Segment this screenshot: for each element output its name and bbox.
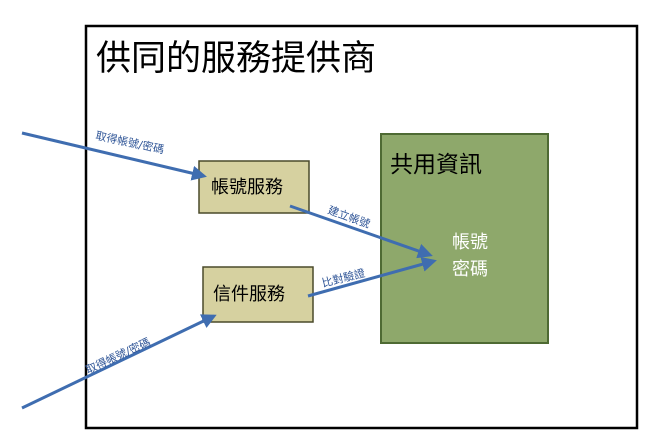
shared-info-title: 共用資訊 (390, 152, 482, 178)
account-service-label: 帳號服務 (211, 177, 283, 198)
shared-info-account: 帳號 (452, 232, 488, 253)
arrow-get-credentials-bottom (21, 314, 217, 410)
arrow-get-credentials-top (21, 131, 207, 181)
account-service-box (198, 160, 310, 214)
arrow-create-account (289, 204, 433, 259)
arrow-compare-verify (307, 256, 437, 298)
diagram-title: 供同的服務提供商 (96, 39, 376, 79)
shared-info-password: 密碼 (452, 259, 488, 280)
shared-info-box (380, 133, 549, 344)
mail-service-label: 信件服務 (213, 284, 285, 305)
